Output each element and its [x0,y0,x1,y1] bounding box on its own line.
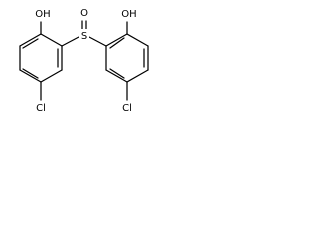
right-ring-bond-4 [105,69,128,83]
left-ring-bond-4 [19,69,42,83]
right-ring-bond-6 [105,33,128,47]
left-hydroxyl-label: OH [35,9,50,20]
sulfur-label-background [79,29,89,41]
chemical-structure-diagram: OH OH S O Cl Cl [19,6,149,114]
sulfoxide-oxygen-label: O [80,8,88,19]
oxygen-label-background [78,6,90,19]
right-hydroxyl-label: OH [121,9,136,20]
right-ring-to-sulfur-bond [88,36,107,47]
right-ring-double-bond-b [109,68,125,79]
right-ring-double-bond-c [109,37,125,49]
right-benzene-ring [105,33,149,83]
left-ring-bond-1 [40,33,63,47]
left-ring-to-sulfur-bond [61,36,80,47]
sulfur-label: S [81,31,87,42]
left-ring-bond-6 [19,33,42,47]
left-ring-double-bond-b [22,68,39,79]
right-ring-bond-3 [126,69,149,83]
left-chlorine-label: Cl [36,103,46,114]
left-ring-double-bond-c [22,38,39,49]
left-benzene-ring [19,33,63,83]
right-chlorine-label: Cl [122,103,132,114]
right-ring-bond-1 [126,33,149,47]
left-ring-bond-3 [40,69,63,83]
